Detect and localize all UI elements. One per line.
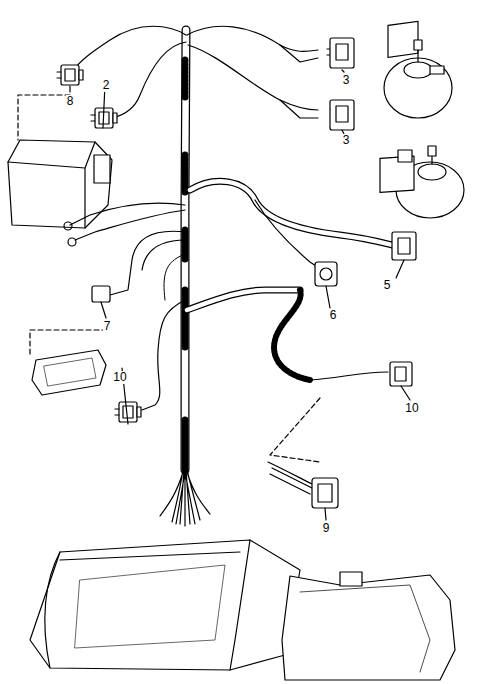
callout-number: 10 [112, 371, 127, 384]
callout-number: 6 [329, 309, 338, 322]
callout-number: 7 [103, 320, 112, 333]
callout-number: 10 [404, 402, 419, 415]
callout-number: 2 [102, 79, 111, 92]
callout-number: 8 [66, 95, 75, 108]
callout-number: 5 [383, 279, 392, 292]
callout-number: 3 [342, 134, 351, 147]
callout-number: 3 [342, 74, 351, 87]
callout-number: 9 [322, 522, 331, 535]
